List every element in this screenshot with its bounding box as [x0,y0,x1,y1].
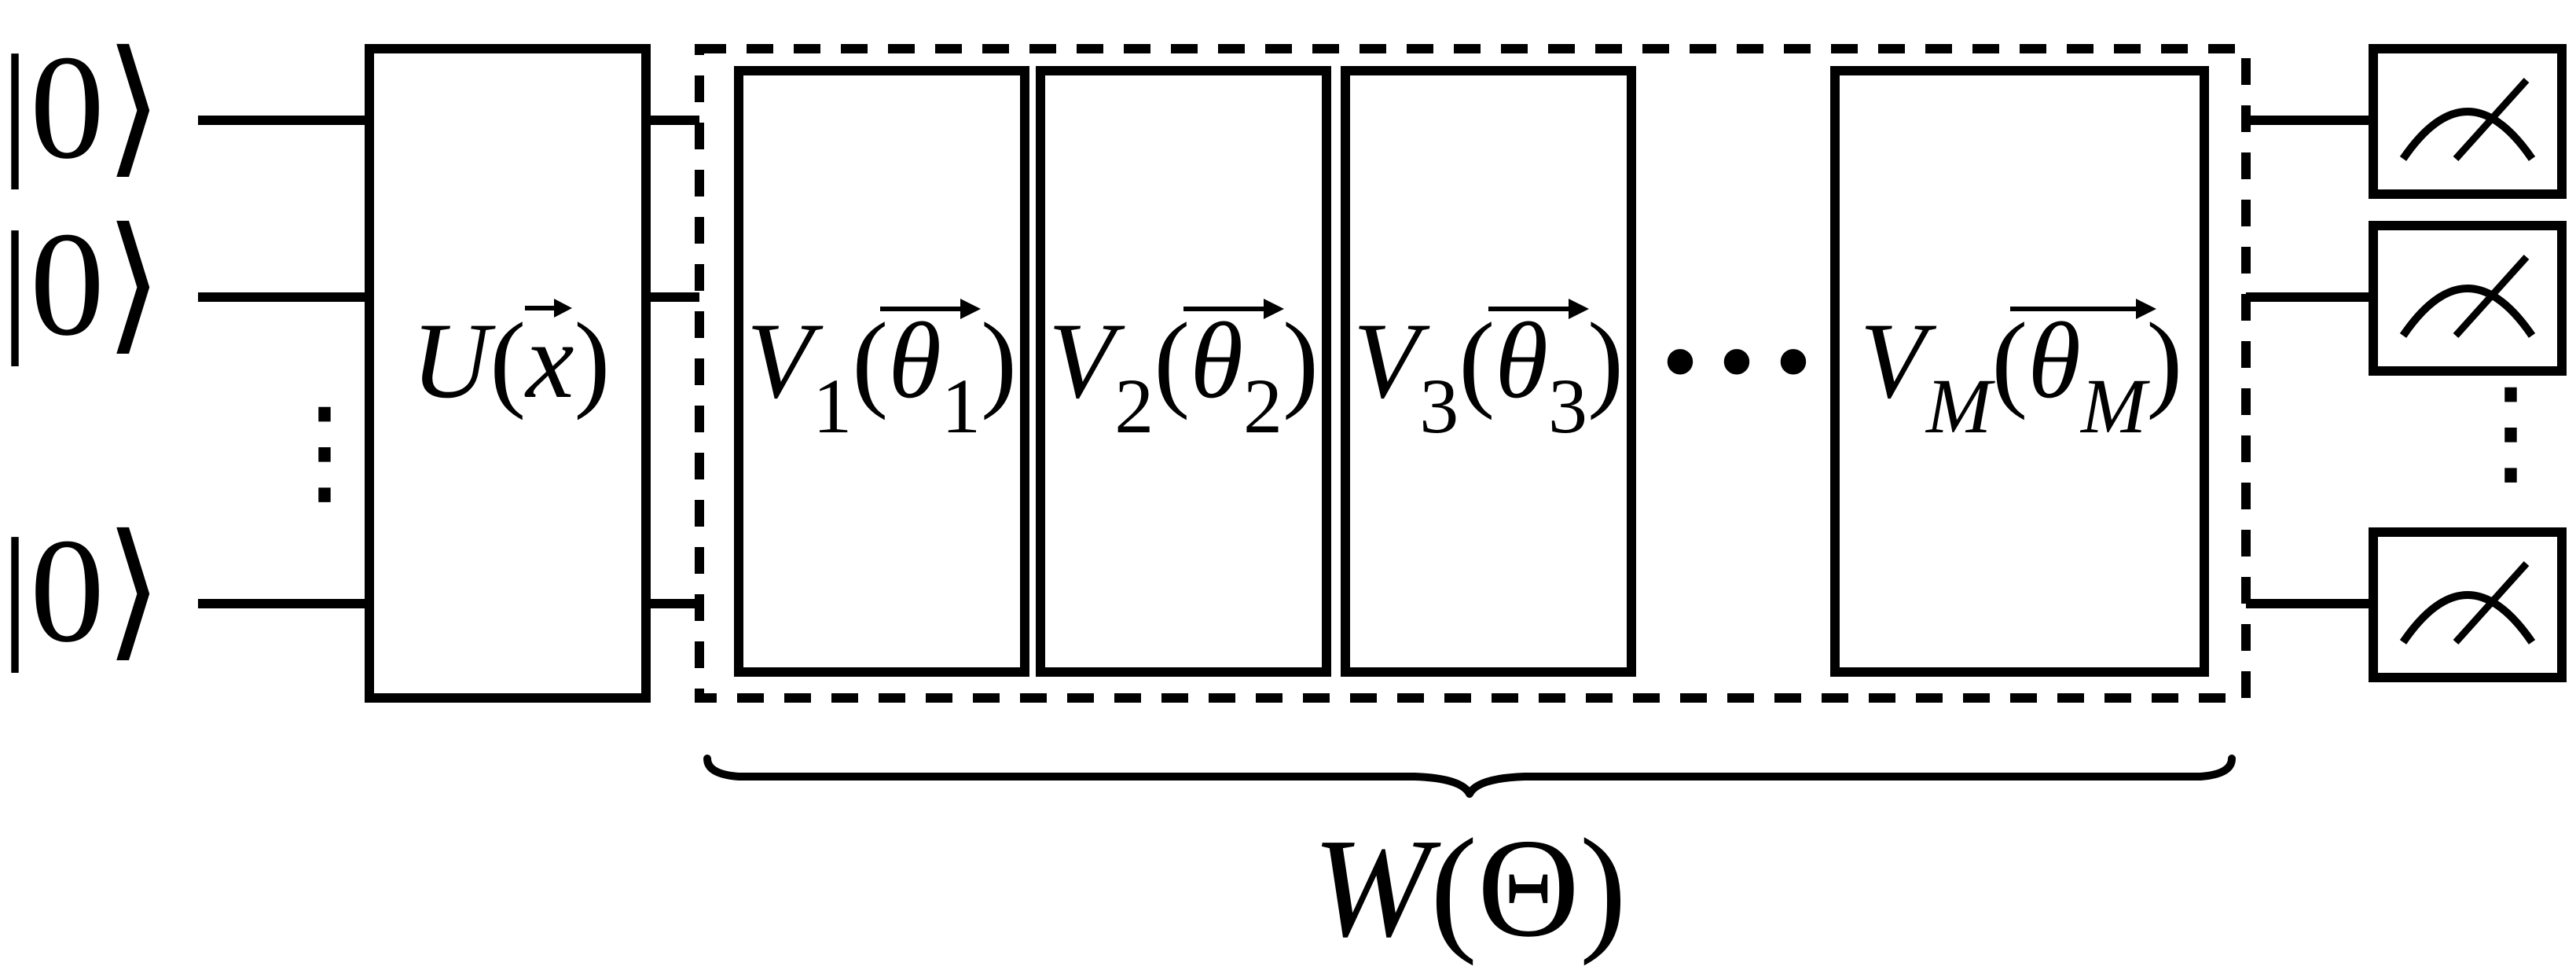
output-wires [2246,116,2373,608]
encoding-gate-close-paren: ) [574,300,610,421]
input-wires [198,116,369,608]
variational-layer-label: V3(θ3) [1353,300,1624,450]
input-ket-1: |0⟩ [0,25,163,190]
output-vertical-ellipsis: ⋮ [2452,367,2570,498]
group-brace [703,755,2236,798]
layer-subscript: M [1925,362,1995,450]
layer-symbol: V [1048,300,1125,421]
variational-layer-1: V1(θ1) [734,66,1029,677]
variational-layer-label: VM(θM) [1860,300,2183,450]
layer-param-arrow-head [1569,299,1589,319]
group-label: W(Θ) [1312,810,1627,966]
input-ket-n: |0⟩ [0,509,163,674]
encoding-gate-argument: x [524,300,574,421]
layer-param-subscript: 2 [1243,362,1282,450]
variational-layer-box [1036,66,1331,677]
layer-param: θ [1495,300,1548,421]
input-ket-2: |0⟩ [0,202,163,367]
meter-needle [2453,560,2530,645]
layer-param: θ [1190,300,1243,421]
variational-layer-box [734,66,1029,677]
layer-param-subscript: 3 [1548,362,1587,450]
layer-param: θ [2027,300,2081,421]
encoding-gate-open-paren: ( [490,300,526,421]
variational-layer-3: V3(θ3) [1341,66,1636,677]
meter-arc [2399,108,2536,161]
layer-ellipsis: • • • [1664,309,1810,413]
meter-box [2369,221,2567,376]
input-qubit-labels: |0⟩ |0⟩ |0⟩ ⋮ [0,25,383,674]
layer-param-arrow-head [1264,299,1284,319]
layer-param: θ [888,300,941,421]
layer-param-arrow-head [960,299,981,319]
meter-box [2369,527,2567,682]
variational-layer-m: VM(θM) [1830,66,2209,677]
variational-layer-label: V1(θ1) [747,300,1017,450]
input-vertical-ellipsis: ⋮ [266,387,383,517]
encoding-gate-symbol: U [412,300,497,421]
layer-symbol: V [747,300,824,421]
layer-param-subscript: M [2079,362,2150,450]
encoding-gate-label: U(x) [412,300,611,421]
variational-layer-box [1341,66,1636,677]
variational-layer-box [1830,66,2209,677]
layer-param-arrow-head [2136,299,2156,319]
group-label-open-paren: ( [1430,810,1477,966]
encoding-gate: U(x) [365,44,651,703]
meter-needle [2453,254,2530,339]
meter-arc [2399,591,2536,645]
meter-icon [2369,44,2567,199]
layer-subscript: 1 [813,362,852,450]
middle-wire-stubs [646,116,699,608]
layer-param-subscript: 1 [941,362,981,450]
group-label-argument: Θ [1477,810,1580,966]
layer-symbol: V [1860,300,1937,421]
meter-box [2369,44,2567,199]
meter-icon [2369,527,2567,682]
variational-layer-label: V2(θ2) [1048,300,1319,450]
group-label-symbol: W [1312,810,1441,966]
meter-arc [2399,285,2536,338]
meter-needle [2453,77,2530,162]
group-label-close-paren: ) [1580,810,1627,966]
encoding-vector-arrow-head [554,299,572,318]
encoding-gate-box [365,44,651,703]
meter-icon [2369,221,2567,376]
layer-symbol: V [1353,300,1430,421]
variational-layer-2: V2(θ2) [1036,66,1331,677]
variational-block-dashed-border [695,44,2251,703]
layer-subscript: 2 [1114,362,1154,450]
layer-subscript: 3 [1419,362,1459,450]
